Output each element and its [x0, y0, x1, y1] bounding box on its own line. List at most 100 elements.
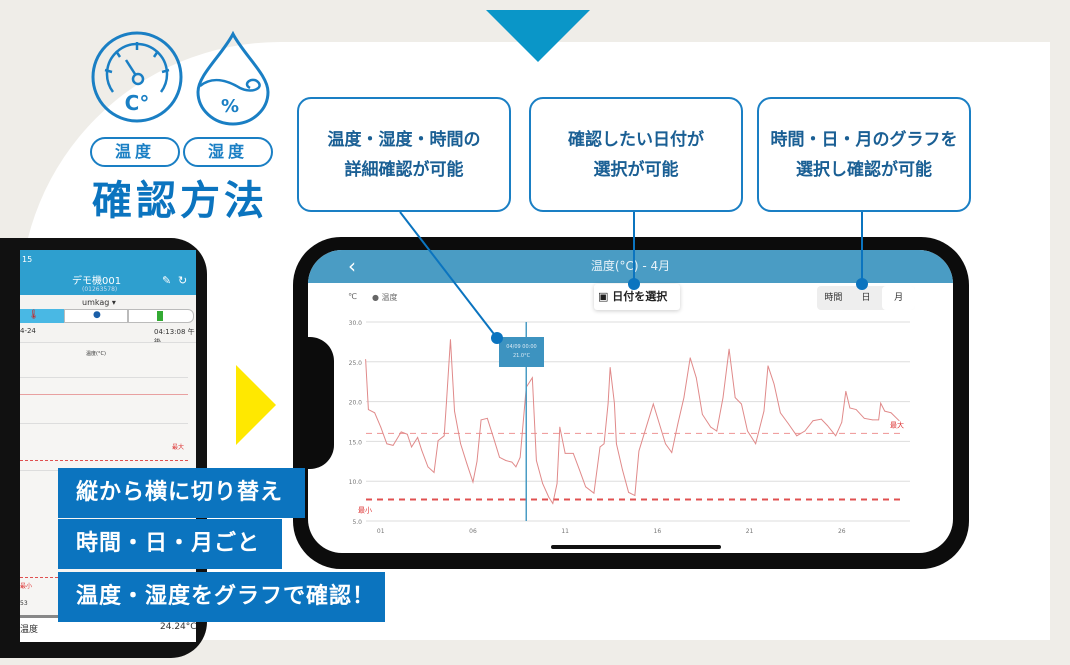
data-point [845, 390, 847, 392]
tab-month[interactable]: 月 [882, 286, 916, 310]
data-point [480, 419, 482, 421]
data-point [400, 431, 402, 433]
data-point [443, 435, 445, 437]
data-point [638, 450, 640, 452]
humidity-pill: 湿度 [183, 137, 273, 167]
refresh-icon[interactable]: ↻ [178, 274, 188, 287]
y-tick-label: 10.0 [349, 479, 363, 486]
data-point [634, 495, 636, 496]
data-point [880, 402, 882, 404]
drop-icon: ● [93, 310, 101, 320]
data-point [421, 449, 423, 451]
data-point [499, 456, 500, 458]
data-point [741, 403, 742, 405]
date-select-button[interactable]: ▣ 日付を選択 [594, 284, 680, 310]
tooltip-value: 21.0°C [512, 353, 531, 359]
battery-icon [157, 311, 163, 321]
data-point [755, 443, 757, 445]
data-point [380, 426, 382, 428]
data-point [812, 420, 814, 422]
data-point [644, 430, 646, 432]
data-point [622, 469, 623, 471]
data-point [579, 469, 580, 471]
data-point [367, 409, 369, 410]
home-indicator [551, 545, 721, 549]
data-point [683, 397, 685, 399]
x-tick-label: 26 [838, 528, 846, 535]
banner-graph: 温度・湿度をグラフで確認！ [58, 572, 385, 622]
portrait-max-label: 最大 [172, 444, 185, 451]
thermometer-gauge-icon: C° [91, 31, 183, 123]
data-point [433, 472, 435, 473]
data-point [665, 443, 666, 445]
data-point [437, 440, 439, 442]
data-point [716, 430, 718, 432]
portrait-date: 4-24 [20, 327, 36, 335]
data-point [652, 403, 654, 405]
user-select[interactable]: umkag ▾ [82, 298, 116, 307]
data-point [855, 409, 857, 410]
data-point [763, 410, 765, 412]
range-tabs: 時間 日 月 [817, 286, 916, 310]
data-point [427, 466, 429, 468]
row-temperature-label: 温度 [20, 625, 39, 635]
data-point [796, 435, 798, 437]
edit-icon[interactable]: ✎ [162, 274, 172, 287]
data-point [804, 430, 806, 432]
tab-day[interactable]: 日 [861, 293, 871, 303]
data-point [695, 377, 697, 379]
data-point [728, 348, 730, 350]
data-point [722, 397, 724, 399]
banner-rotate: 縦から横に切り替え [58, 468, 305, 518]
data-point [476, 460, 478, 462]
tab-battery[interactable] [128, 309, 194, 323]
tab-hour[interactable]: 時間 [824, 293, 843, 303]
data-point [820, 418, 822, 420]
data-point [788, 423, 789, 425]
y-tick-label: 15.0 [349, 439, 363, 446]
tab-humidity[interactable]: ● [64, 309, 128, 323]
data-point [460, 443, 462, 445]
humidity-drop-icon: % [196, 30, 270, 126]
data-point [603, 443, 605, 445]
data-point [411, 446, 412, 448]
data-point [767, 365, 769, 367]
data-point [658, 423, 660, 425]
data-point [511, 461, 513, 463]
threshold-label: 最大 [890, 420, 904, 429]
data-point [542, 483, 544, 484]
data-point [607, 402, 609, 404]
data-point [628, 491, 629, 493]
data-point [616, 443, 617, 445]
data-point [417, 437, 419, 438]
status-time: 15 [22, 255, 33, 264]
data-point [392, 444, 394, 446]
data-point [386, 443, 388, 445]
data-point [593, 492, 595, 494]
data-point [747, 430, 748, 432]
percent-label: % [221, 96, 239, 117]
data-point [689, 357, 691, 359]
tab-temperature[interactable]: 🌡 [20, 309, 64, 323]
device-serial: (01263578) [82, 286, 118, 293]
x-tick-label: 21 [746, 528, 754, 535]
data-point [505, 460, 507, 461]
data-point [898, 420, 900, 422]
y-tick-label: 5.0 [352, 519, 362, 526]
portrait-chart-title: 温度(°C) [86, 351, 106, 357]
callout-detail: 温度・湿度・時間の 詳細確認が可能 [297, 97, 511, 212]
data-point [677, 423, 679, 425]
data-point [884, 410, 886, 412]
data-point [406, 433, 408, 435]
data-point [710, 426, 712, 428]
data-point [450, 339, 451, 340]
row-temperature-value: 24.24°C [160, 622, 196, 632]
data-point [472, 481, 474, 483]
back-icon[interactable]: ‹ [348, 254, 356, 278]
data-point [519, 456, 521, 458]
data-point [878, 419, 880, 421]
data-point [365, 359, 367, 360]
data-point [552, 503, 554, 504]
data-point [564, 452, 566, 454]
